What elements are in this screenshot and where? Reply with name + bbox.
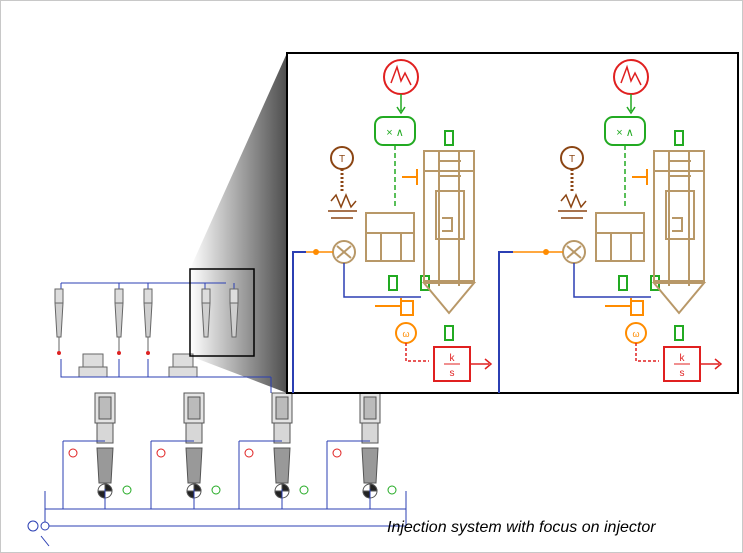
zoom-pipe-left bbox=[292, 251, 306, 393]
pump-housings bbox=[78, 353, 198, 378]
integrator-numerator: k bbox=[450, 353, 456, 364]
zoom-panel bbox=[286, 52, 739, 394]
injector-unit-right: × ∧ T ω k s bbox=[513, 59, 723, 382]
integrator-denominator: s bbox=[450, 368, 455, 379]
figure-caption: Injection system with focus on injector bbox=[387, 519, 656, 536]
integrator-denominator: s bbox=[680, 368, 685, 379]
svg-text:× ∧: × ∧ bbox=[616, 127, 634, 139]
zoom-wedge bbox=[190, 53, 287, 393]
overview-system bbox=[27, 268, 407, 547]
lower-pumps bbox=[94, 392, 397, 499]
injector-unit-left: × ∧ T ω k bbox=[306, 59, 493, 382]
zoom-pipe-right bbox=[498, 251, 513, 393]
temperature-label: T bbox=[339, 154, 345, 165]
focus-box bbox=[189, 268, 255, 357]
integrator-numerator: k bbox=[680, 353, 686, 364]
flow-sensor-label: ω bbox=[402, 329, 409, 339]
temperature-label: T bbox=[569, 154, 575, 165]
svg-text:× ∧: × ∧ bbox=[386, 127, 404, 139]
signal-source-icon bbox=[383, 59, 419, 95]
upper-injectors bbox=[54, 288, 239, 355]
signal-source-icon bbox=[613, 59, 649, 95]
flow-sensor-label: ω bbox=[632, 329, 639, 339]
